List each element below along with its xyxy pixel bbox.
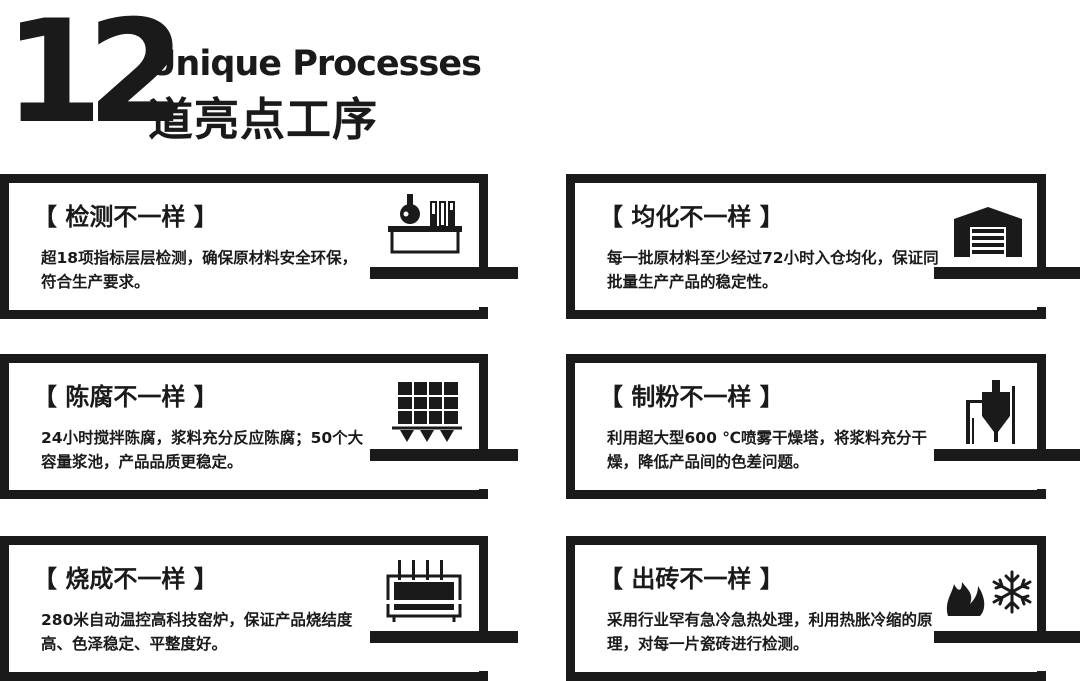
card-description: 采用行业罕有急冷急热处理，利用热胀冷缩的原理，对每一片瓷砖进行检测。 [607,611,933,653]
card-tab-bar [370,267,518,279]
card-tab-bar [934,267,1080,279]
lab-flask-icon [388,194,462,254]
card-tab-bar [934,631,1080,643]
card-tab-bar [370,631,518,643]
card-title: 【 陈腐不一样 】 [33,383,218,411]
process-card-inspection: 【 检测不一样 】 超18项指标层层检测，确保原材料安全环保，符合生产要求。 [0,174,488,319]
card-title: 【 烧成不一样 】 [33,565,218,593]
title-english: Unique Processes [148,44,482,84]
warehouse-icon [954,207,1022,257]
card-title: 【 出砖不一样 】 [599,565,784,593]
header-number: 12 [4,0,186,155]
card-tab-bar [370,449,518,461]
process-card-powder: 【 制粉不一样 】 利用超大型600 ℃喷雾干燥塔，将浆料充分干燥，降低产品间的… [566,354,1046,499]
card-description: 超18项指标层层检测，确保原材料安全环保，符合生产要求。 [41,249,358,291]
card-description: 280米自动温控高科技窑炉，保证产品烧结度高、色泽稳定、平整度好。 [41,611,353,653]
card-description: 24小时搅拌陈腐，浆料充分反应陈腐；50个大容量浆池，产品品质更稳定。 [41,429,364,471]
card-tab-bar [934,449,1080,461]
card-title: 【 均化不一样 】 [599,203,784,231]
fire-snowflake-icon [946,570,1032,616]
card-description: 利用超大型600 ℃喷雾干燥塔，将浆料充分干燥，降低产品间的色差问题。 [607,429,928,471]
card-title: 【 制粉不一样 】 [599,383,784,411]
card-description: 每一批原材料至少经过72小时入仓均化，保证同批量生产产品的稳定性。 [607,249,939,291]
card-title: 【 检测不一样 】 [33,203,218,231]
spray-tower-icon [966,380,1015,444]
title-chinese: 道亮点工序 [148,93,379,146]
slurry-tank-icon [392,382,462,442]
kiln-icon [386,560,462,622]
